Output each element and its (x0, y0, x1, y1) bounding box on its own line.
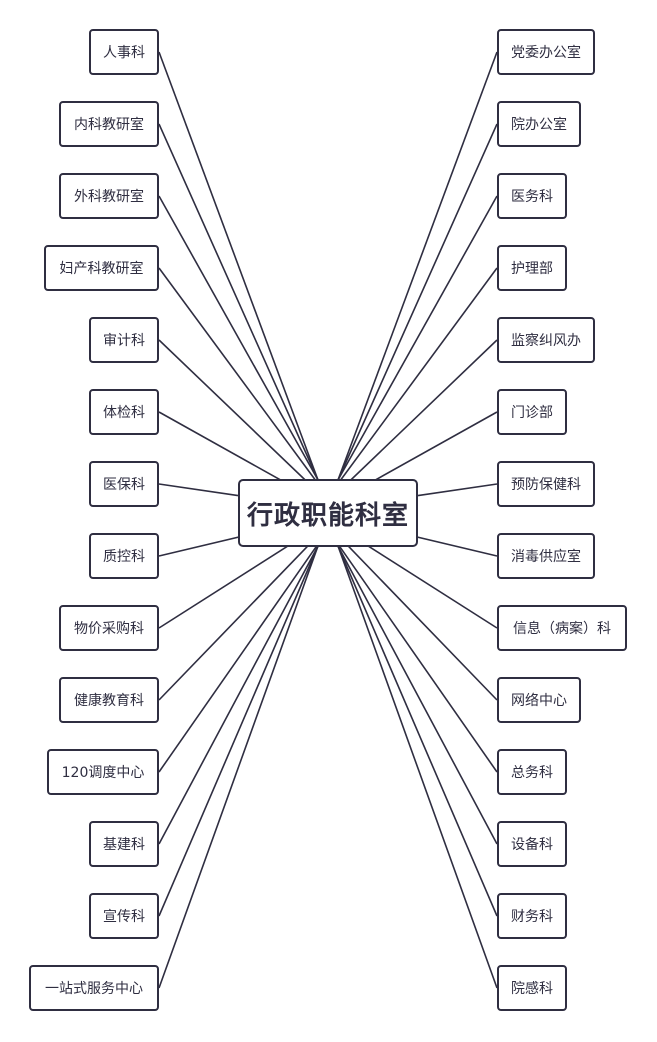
connector-left (158, 123, 319, 481)
connector-right (337, 123, 498, 481)
connector-right (417, 483, 498, 497)
left-node[interactable]: 一站式服务中心 (29, 965, 159, 1011)
connector-left (158, 195, 319, 481)
connector-left (158, 483, 239, 497)
connector-left (158, 545, 319, 845)
right-node[interactable]: 总务科 (497, 749, 567, 795)
right-node[interactable]: 消毒供应室 (497, 533, 595, 579)
right-node[interactable]: 院感科 (497, 965, 567, 1011)
right-node[interactable]: 信息（病案）科 (497, 605, 627, 651)
left-node[interactable]: 审计科 (89, 317, 159, 363)
right-node[interactable]: 护理部 (497, 245, 567, 291)
right-node[interactable]: 财务科 (497, 893, 567, 939)
left-node[interactable]: 质控科 (89, 533, 159, 579)
left-node[interactable]: 人事科 (89, 29, 159, 75)
connector-left (158, 534, 319, 701)
left-node[interactable]: 物价采购科 (59, 605, 159, 651)
right-node[interactable]: 医务科 (497, 173, 567, 219)
connector-right (337, 267, 498, 485)
connector-right (337, 339, 498, 493)
left-node[interactable]: 健康教育科 (59, 677, 159, 723)
connector-left (158, 267, 319, 485)
connector-left (158, 545, 319, 917)
left-node[interactable]: 基建科 (89, 821, 159, 867)
right-node[interactable]: 门诊部 (497, 389, 567, 435)
connector-right (337, 51, 498, 481)
left-node[interactable]: 医保科 (89, 461, 159, 507)
connector-left (158, 543, 319, 773)
connector-right (337, 195, 498, 481)
connector-right (337, 545, 498, 845)
central-topic[interactable]: 行政职能科室 (238, 479, 418, 547)
connector-left (158, 339, 319, 493)
right-node[interactable]: 设备科 (497, 821, 567, 867)
connector-right (337, 543, 498, 773)
right-node[interactable]: 党委办公室 (497, 29, 595, 75)
connector-right (337, 545, 498, 989)
left-node[interactable]: 外科教研室 (59, 173, 159, 219)
right-node[interactable]: 监察纠风办 (497, 317, 595, 363)
connector-left (158, 51, 319, 481)
left-node[interactable]: 内科教研室 (59, 101, 159, 147)
right-node[interactable]: 预防保健科 (497, 461, 595, 507)
connector-right (337, 534, 498, 701)
right-node[interactable]: 网络中心 (497, 677, 581, 723)
connector-right (337, 545, 498, 917)
left-node[interactable]: 妇产科教研室 (44, 245, 159, 291)
left-node[interactable]: 120调度中心 (47, 749, 159, 795)
right-node[interactable]: 院办公室 (497, 101, 581, 147)
left-node[interactable]: 宣传科 (89, 893, 159, 939)
connector-left (158, 545, 319, 989)
left-node[interactable]: 体检科 (89, 389, 159, 435)
